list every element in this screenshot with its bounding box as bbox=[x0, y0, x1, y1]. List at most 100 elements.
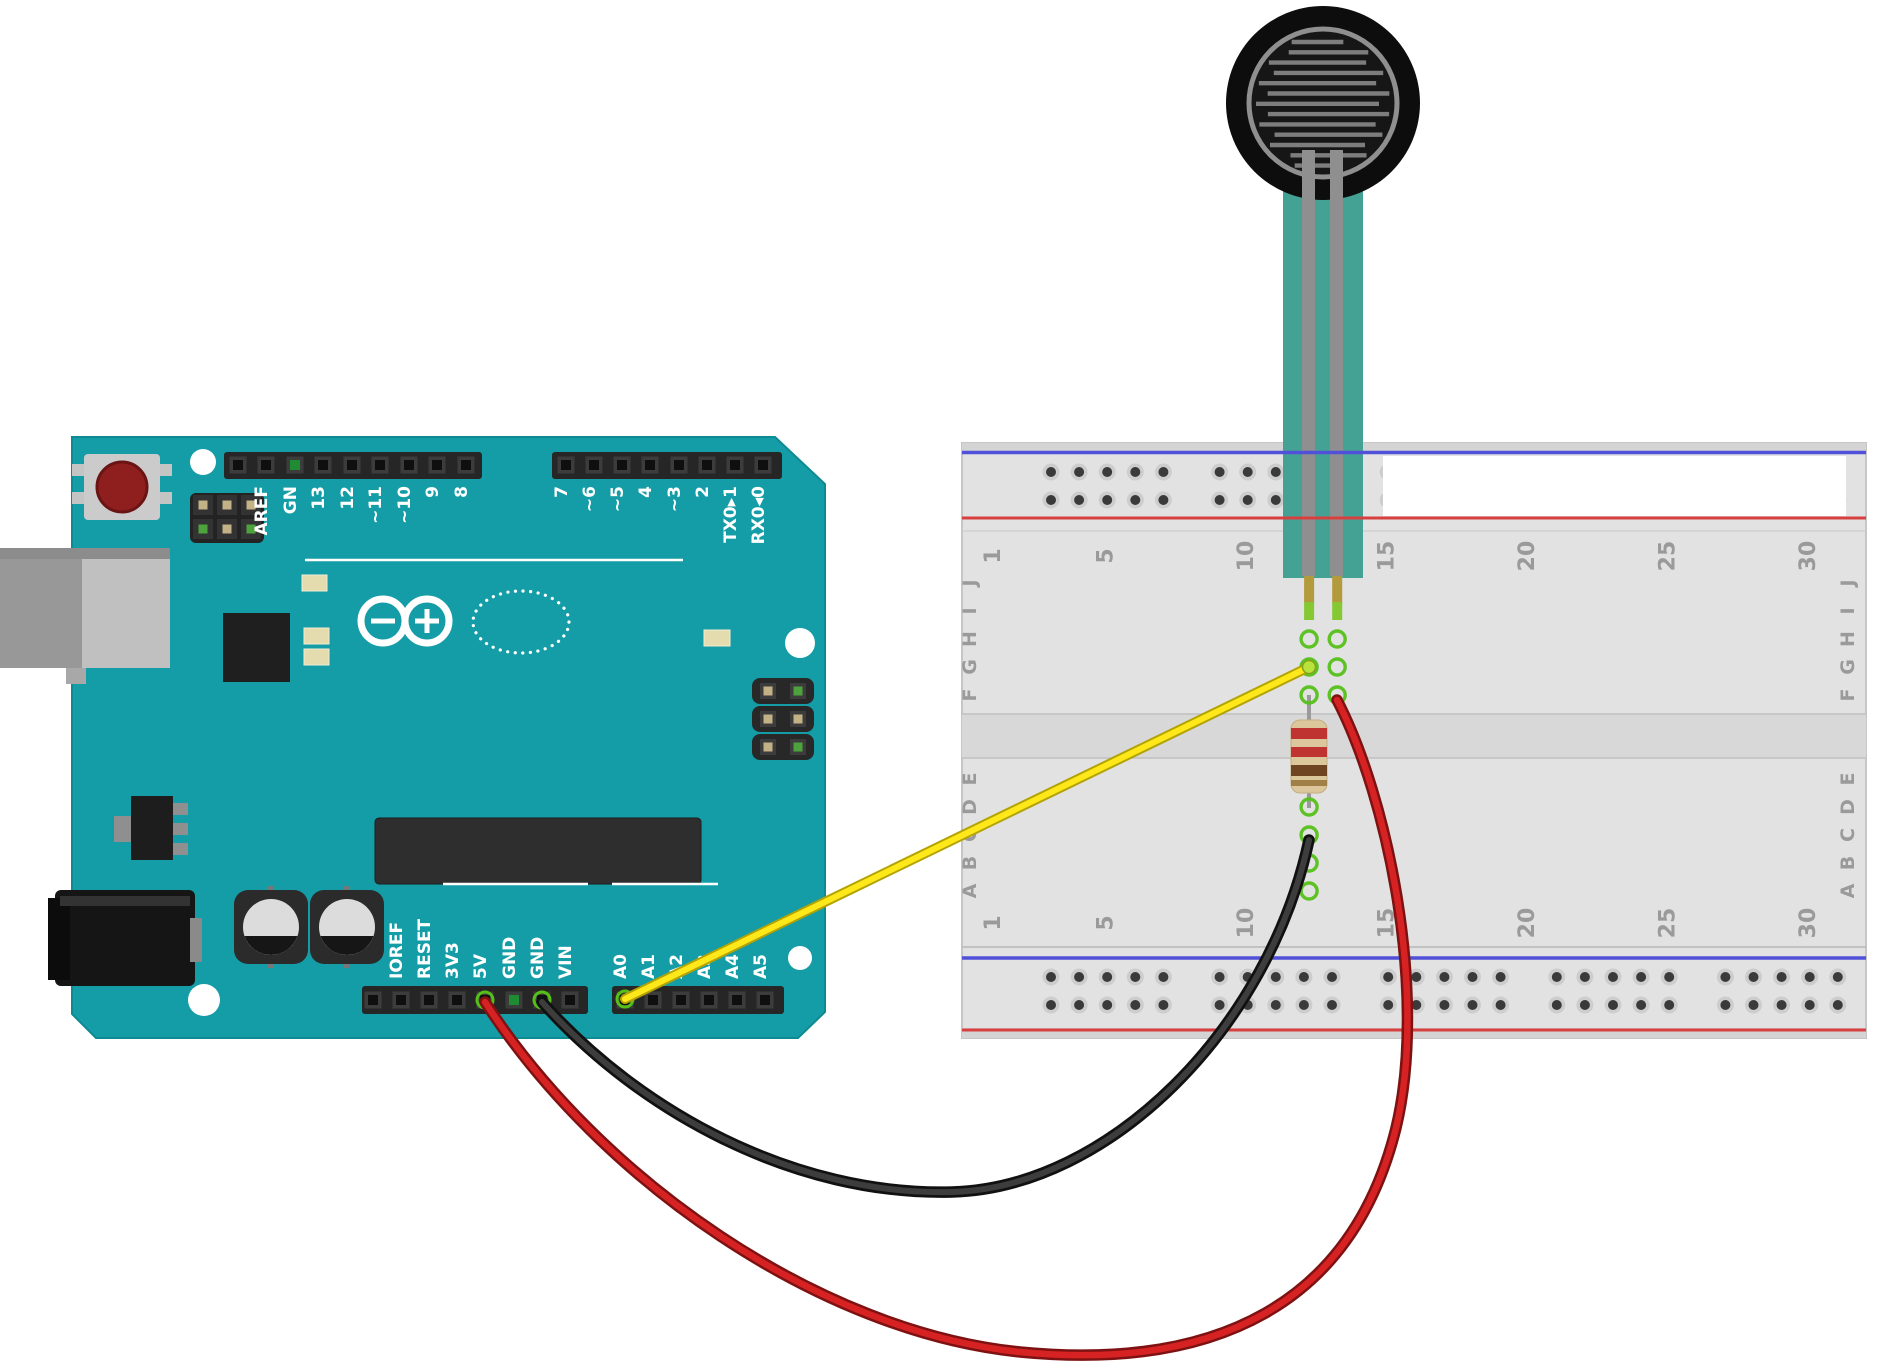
rail-hole bbox=[1102, 467, 1113, 477]
rail-hole bbox=[1720, 1000, 1731, 1010]
rail-hole bbox=[1158, 467, 1169, 477]
fsr-tail bbox=[1283, 140, 1363, 578]
row-letter: C bbox=[1837, 828, 1859, 842]
usb-shell bbox=[0, 548, 82, 668]
fsr-leg bbox=[1302, 120, 1315, 576]
resistor-band bbox=[1291, 728, 1327, 739]
column-number: 10 bbox=[1234, 908, 1259, 939]
rail-hole bbox=[1046, 495, 1056, 505]
fsr-pin-tip bbox=[1304, 602, 1315, 620]
rail-hole bbox=[1214, 972, 1225, 982]
rail-hole bbox=[1270, 972, 1281, 982]
rail-hole bbox=[1608, 1000, 1618, 1010]
connection-highlight bbox=[1299, 685, 1319, 705]
icsp2-pin-contact bbox=[246, 524, 256, 534]
pin-hole bbox=[261, 460, 271, 470]
rail-hole bbox=[1664, 1000, 1675, 1010]
rail-hole bbox=[1636, 972, 1647, 982]
rail-hole bbox=[1214, 467, 1225, 477]
pin-hole bbox=[702, 460, 712, 470]
pin-hole bbox=[589, 460, 599, 470]
jack-barrel bbox=[48, 898, 70, 980]
digital-pin-label: 7 bbox=[552, 486, 572, 498]
breadboard-rail-lines bbox=[962, 450, 1866, 1032]
tx-led bbox=[303, 627, 330, 645]
arduino-logo bbox=[357, 595, 453, 647]
pin-hole bbox=[758, 460, 768, 470]
row-letter: B bbox=[959, 856, 981, 870]
connection-highlight bbox=[1327, 629, 1347, 649]
icsp-pin-contact bbox=[763, 686, 773, 696]
row-letter: J bbox=[1837, 579, 1859, 588]
power-pin-label: 3V3 bbox=[443, 942, 463, 979]
rail-hole bbox=[1158, 972, 1169, 982]
power-pin-label: GND bbox=[500, 937, 520, 979]
row-letter: H bbox=[959, 631, 981, 647]
digital-pin-label: 4 bbox=[636, 486, 656, 498]
rail-hole bbox=[1102, 1000, 1113, 1010]
rail-hole bbox=[1636, 1000, 1647, 1010]
digital-pin-label: ~3 bbox=[665, 486, 685, 512]
rail-hole bbox=[1579, 1000, 1590, 1010]
rail-hole bbox=[1495, 972, 1506, 982]
rail-hole bbox=[1720, 972, 1731, 982]
black-wire-gnd bbox=[539, 837, 1312, 1196]
icsp-pin-contact bbox=[763, 742, 773, 752]
row-letter: G bbox=[959, 659, 981, 675]
pin-hole bbox=[368, 995, 378, 1005]
row-letter: I bbox=[959, 607, 981, 614]
fsr-pin-tip bbox=[1332, 602, 1343, 620]
capacitor-marker bbox=[320, 936, 374, 955]
icsp-pin-contact bbox=[793, 686, 803, 696]
row-letter: J bbox=[959, 579, 981, 588]
rail-hole bbox=[1074, 1000, 1085, 1010]
digital-pin-label: TX0▸1 bbox=[721, 486, 741, 543]
row-letter: A bbox=[959, 883, 981, 898]
usb-tab bbox=[66, 668, 86, 684]
pin-hole bbox=[233, 460, 243, 470]
pin-hole bbox=[461, 460, 471, 470]
yellow-wire-a0 bbox=[622, 664, 1312, 1002]
power-jack bbox=[48, 890, 202, 986]
connection-highlight bbox=[1327, 657, 1347, 677]
row-letter: F bbox=[959, 689, 981, 702]
rail-hole bbox=[1467, 1000, 1478, 1010]
rail-hole bbox=[1158, 495, 1169, 505]
breadboard-bottom-bevel bbox=[962, 1028, 1866, 1038]
row-letter: E bbox=[959, 773, 981, 786]
pin-hole bbox=[732, 995, 742, 1005]
rail-hole bbox=[1270, 495, 1281, 505]
digital-pin-label: ~5 bbox=[608, 486, 628, 512]
rail-hole bbox=[1270, 467, 1281, 477]
pin-hole bbox=[704, 995, 714, 1005]
digital-pin-label: 12 bbox=[338, 486, 358, 510]
row-letter: A bbox=[1837, 883, 1859, 898]
site-label-box bbox=[1383, 456, 1846, 516]
icsp-pin-contact bbox=[793, 714, 803, 724]
resistor-10k bbox=[1290, 695, 1328, 808]
rail-hole bbox=[1214, 495, 1225, 505]
rail-hole bbox=[1776, 1000, 1787, 1010]
regulator-pad bbox=[172, 843, 188, 855]
rail-hole bbox=[1074, 467, 1085, 477]
rail-hole bbox=[1130, 495, 1141, 505]
rail-hole bbox=[1102, 495, 1113, 505]
rail-hole bbox=[1664, 972, 1675, 982]
pin-hole bbox=[565, 995, 575, 1005]
regulator-pad bbox=[172, 803, 188, 815]
rail-hole bbox=[1467, 972, 1478, 982]
breadboard-center-channel bbox=[962, 714, 1866, 758]
site-label bbox=[1383, 456, 1846, 516]
reset-tab bbox=[72, 464, 84, 476]
fsr-leg bbox=[1330, 120, 1343, 576]
rail-hole bbox=[1158, 1000, 1169, 1010]
column-number: 5 bbox=[1093, 548, 1118, 563]
icsp-pin-contact bbox=[763, 714, 773, 724]
rail-hole bbox=[1270, 1000, 1281, 1010]
rail-hole bbox=[1439, 972, 1450, 982]
column-number: 1 bbox=[981, 915, 1006, 930]
pin-hole bbox=[645, 460, 655, 470]
rail-hole bbox=[1776, 972, 1787, 982]
column-number: 5 bbox=[1093, 915, 1118, 930]
